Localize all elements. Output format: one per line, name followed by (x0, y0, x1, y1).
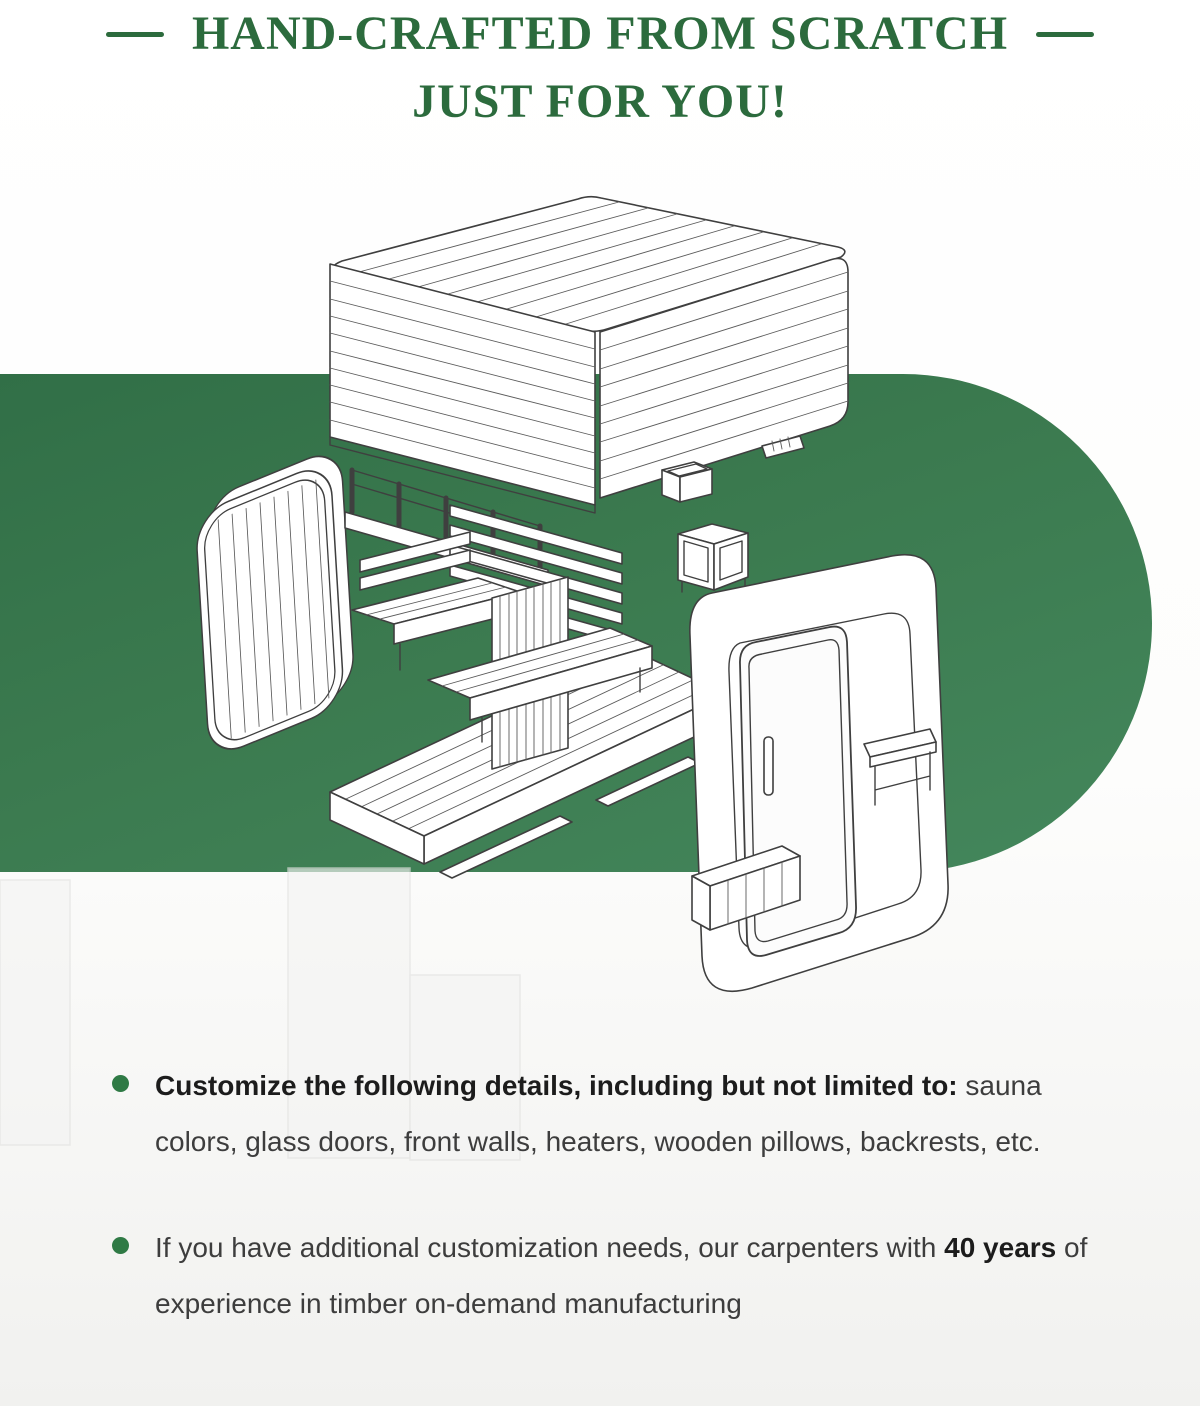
front-frame-part (689, 554, 949, 992)
light-fixture-part (661, 461, 713, 503)
bullet-1-rest: sauna colors, glass doors, front walls, … (155, 1070, 1042, 1157)
roof-panel-part (329, 195, 849, 514)
bullet-dot-icon (112, 1075, 129, 1092)
bullet-1-bold: Customize the following details, includi… (155, 1070, 958, 1101)
title-row: HAND-CRAFTED FROM SCRATCH (0, 4, 1200, 64)
list-item: If you have additional customization nee… (112, 1220, 1115, 1332)
title-rule-left-icon (105, 31, 164, 37)
side-wall-panel-part (196, 455, 354, 750)
bullet-2-bold: 40 years (944, 1232, 1057, 1263)
bullet-dot-icon (112, 1237, 129, 1254)
title-rule-right-icon (1036, 31, 1095, 37)
bullet-2-pre: If you have additional customization nee… (155, 1232, 945, 1263)
page-header: HAND-CRAFTED FROM SCRATCH JUST FOR YOU! (0, 0, 1200, 132)
list-item: Customize the following details, includi… (112, 1058, 1115, 1170)
sauna-heater-part (677, 523, 749, 593)
page-title-line1: HAND-CRAFTED FROM SCRATCH (191, 7, 1009, 60)
floor-skids-part (439, 756, 701, 879)
interior-bench-right-part (863, 728, 937, 806)
lower-bench-part (427, 627, 653, 743)
bullet-text-1: Customize the following details, includi… (155, 1058, 1115, 1170)
page-title-line2: JUST FOR YOU! (412, 75, 788, 128)
bullet-list: Customize the following details, includi… (112, 1058, 1115, 1332)
faded-background-shapes (0, 867, 521, 1161)
bullet-2-post: of experience in timber on-demand manufa… (155, 1232, 1088, 1319)
step-bench-part (691, 845, 801, 931)
bullet-text-2: If you have additional customization nee… (155, 1220, 1115, 1332)
vent-grille-part (761, 435, 805, 459)
door-handle-part (763, 736, 774, 796)
